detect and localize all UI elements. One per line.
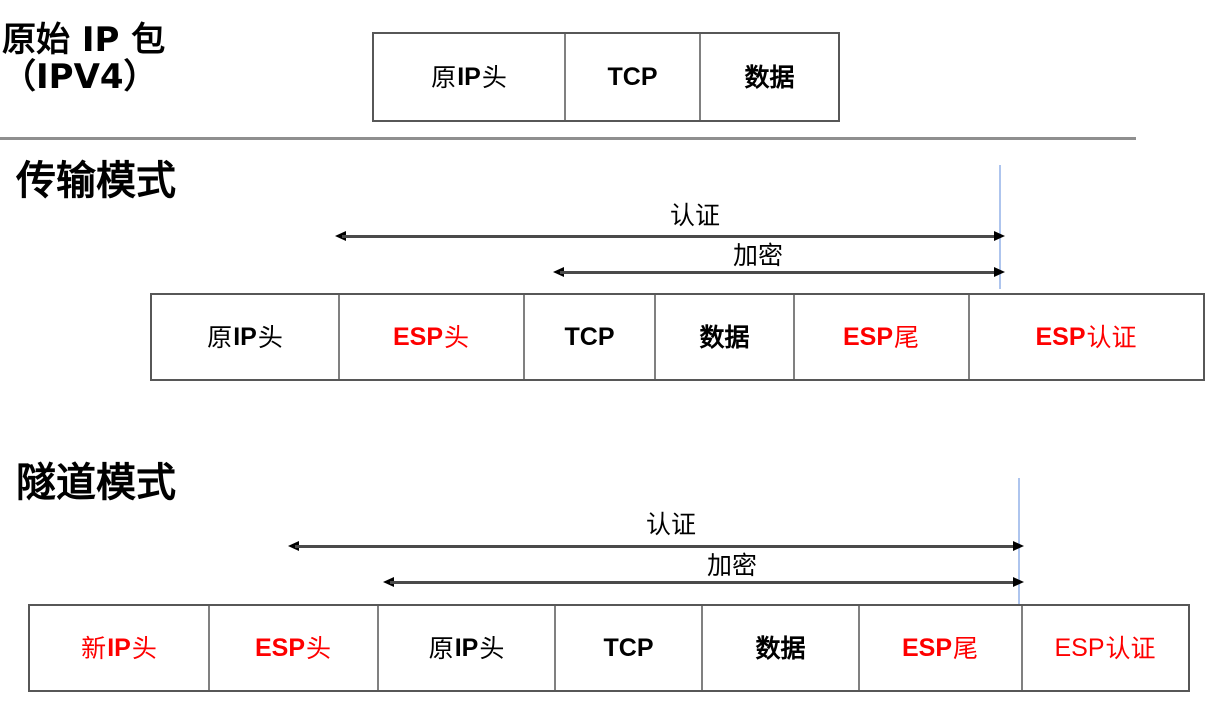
section-divider — [0, 137, 1136, 140]
arrow-head-left-icon — [335, 231, 346, 241]
cell-text-latin: ESP — [1035, 322, 1086, 351]
cell-text-suffix: 尾 — [953, 633, 979, 663]
cell-tcp: TCP — [556, 606, 703, 690]
cell-text-latin: TCP — [607, 62, 658, 91]
arrow-head-left-icon — [383, 577, 394, 587]
authentication-span-arrow-tunnel — [288, 541, 1024, 552]
cell-text-cjk: 数据 — [699, 322, 750, 352]
cell-text-prefix: 新 — [81, 633, 107, 663]
encryption-span-arrow-tunnel — [383, 577, 1024, 588]
cell-text-latin: ESP — [1054, 633, 1105, 662]
cell-text-suffix: 头 — [257, 322, 283, 352]
cell-text-latin: IP — [107, 633, 131, 662]
cell-text-latin: TCP — [603, 633, 654, 662]
cell-tcp: TCP — [525, 295, 656, 379]
cell-text-prefix: 原 — [431, 62, 457, 92]
cell-data: 数据 — [703, 606, 860, 690]
cell-text-suffix: 头 — [444, 322, 470, 352]
cell-text-prefix: 原 — [428, 633, 454, 663]
arrow-head-right-icon — [1013, 541, 1024, 551]
arrow-shaft — [560, 271, 998, 274]
boundary-guide-transport — [999, 165, 1001, 289]
transport-mode-label: 传输模式 — [16, 158, 176, 204]
cell-text-cjk: 数据 — [755, 633, 806, 663]
cell-text-cjk: 数据 — [744, 62, 795, 92]
encryption-label-transport: 加密 — [729, 243, 788, 268]
cell-text-latin: TCP — [564, 322, 615, 351]
arrow-shaft — [390, 581, 1017, 584]
arrow-head-right-icon — [994, 267, 1005, 277]
cell-text-latin: IP — [233, 322, 257, 351]
cell-tcp: TCP — [566, 34, 701, 120]
authentication-span-arrow-transport — [335, 231, 1005, 242]
cell-text-suffix: 头 — [481, 62, 507, 92]
encryption-label-tunnel: 加密 — [703, 553, 762, 578]
cell-data: 数据 — [701, 34, 838, 120]
cell-text-suffix: 认证 — [1086, 322, 1137, 352]
cell-text-latin: ESP — [901, 633, 952, 662]
arrow-head-right-icon — [994, 231, 1005, 241]
arrow-shaft — [295, 545, 1017, 548]
arrow-shaft — [342, 235, 998, 238]
cell-text-suffix: 认证 — [1105, 633, 1156, 663]
cell-text-latin: ESP — [392, 322, 443, 351]
authentication-label-transport: 认证 — [666, 203, 725, 228]
encryption-span-arrow-transport — [553, 267, 1005, 278]
cell-text-suffix: 头 — [306, 633, 332, 663]
cell-text-latin: ESP — [254, 633, 305, 662]
cell-data: 数据 — [656, 295, 795, 379]
arrow-head-left-icon — [288, 541, 299, 551]
cell-text-suffix: 尾 — [894, 322, 920, 352]
cell-text-prefix: 原 — [207, 322, 233, 352]
cell-text-latin: IP — [454, 633, 479, 662]
authentication-label-tunnel: 认证 — [642, 512, 701, 537]
cell-text-latin: ESP — [842, 322, 893, 351]
original-packet-label: 原始 IP 包（IPV4） — [2, 20, 166, 97]
cell-text-latin: IP — [457, 62, 481, 91]
tunnel-mode-label: 隧道模式 — [16, 460, 176, 506]
cell-text-suffix: 头 — [131, 633, 157, 663]
arrow-head-left-icon — [553, 267, 564, 277]
arrow-head-right-icon — [1013, 577, 1024, 587]
cell-text-suffix: 头 — [479, 633, 505, 663]
